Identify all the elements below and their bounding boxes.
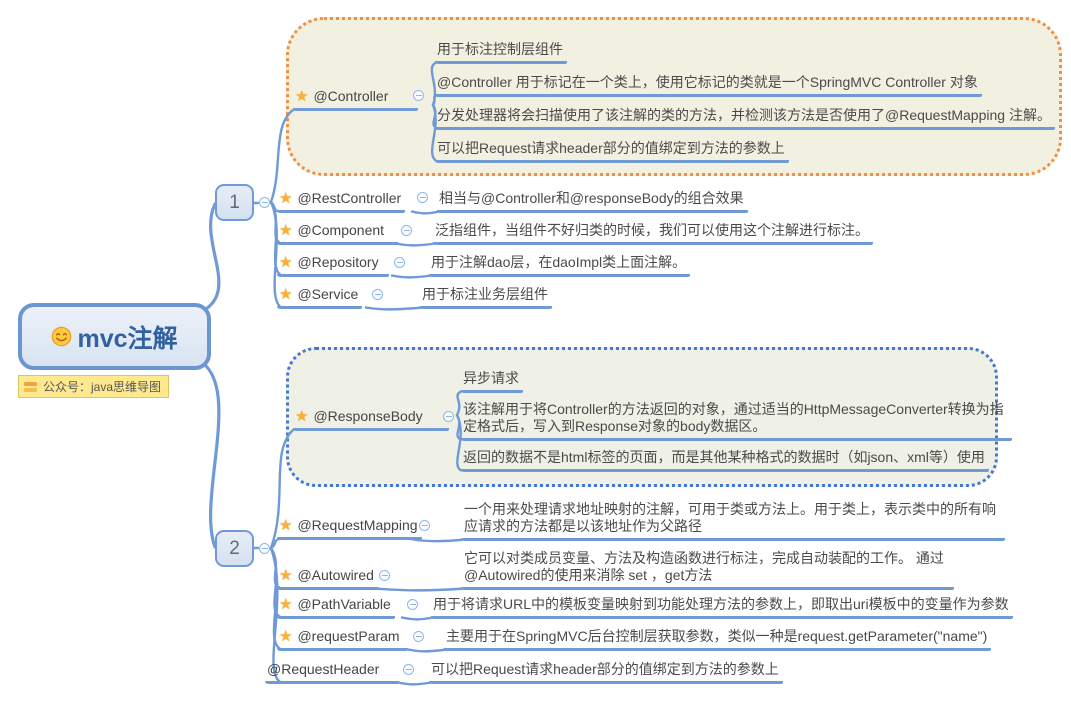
main-branch-connectors [190, 201, 260, 550]
collapse-icon[interactable] [413, 90, 424, 101]
star-icon: ★ [279, 254, 293, 271]
note-topic[interactable]: 可以把Request请求header部分的值绑定到方法的参数上 [435, 140, 789, 163]
note-topic[interactable]: 用于标注控制层组件 [435, 41, 567, 64]
collapse-icon[interactable] [259, 543, 270, 554]
root-topic[interactable]: mvc注解 [18, 303, 211, 370]
topic-label: @RequestHeader [267, 661, 380, 677]
star-icon: ★ [279, 596, 293, 613]
collapse-icon[interactable] [413, 631, 424, 642]
collapse-icon[interactable] [394, 257, 405, 268]
branch1-connectors [269, 61, 441, 311]
star-icon: ★ [279, 222, 293, 239]
note-topic[interactable]: 该注解用于将Controller的方法返回的对象，通过适当的HttpMessag… [461, 401, 1012, 441]
topic-service[interactable]: ★@Service [277, 286, 363, 309]
boundary-responsebody-group [286, 347, 998, 487]
note-topic[interactable]: 用于标注业务层组件 [420, 286, 552, 309]
note-topic[interactable]: 分发处理器将会扫描使用了该注解的类的方法，并检测该方法是否使用了@Request… [435, 107, 1055, 130]
star-icon: ★ [279, 628, 293, 645]
topic-requestheader[interactable]: @RequestHeader [265, 661, 400, 684]
topic-label: @Service [297, 286, 359, 302]
watermark-text: 公众号：java思维导图 [43, 380, 162, 394]
note-topic[interactable]: 相当与@Controller和@responseBody的组合效果 [437, 190, 748, 213]
topic-label: @Controller [313, 88, 389, 104]
topic-label: @Repository [297, 254, 379, 270]
collapse-icon[interactable] [407, 599, 418, 610]
topic-pathvariable[interactable]: ★@PathVariable [277, 596, 395, 619]
star-icon: ★ [279, 286, 293, 303]
note-topic[interactable]: 它可以对类成员变量、方法及构造函数进行标注，完成自动装配的工作。 通过@Auto… [462, 550, 954, 590]
topic-requestparam[interactable]: ★@requestParam [277, 628, 408, 651]
topic-label: @Component [297, 222, 385, 238]
note-topic[interactable]: 返回的数据不是html标签的页面，而是其他某种格式的数据时（如json、xml等… [461, 449, 989, 472]
topic-restcontroller[interactable]: ★@RestController [277, 190, 406, 213]
topic-label: @requestParam [297, 628, 400, 644]
collapse-icon[interactable] [403, 664, 414, 675]
smiley-emoji-icon [51, 326, 72, 347]
topic-responsebody[interactable]: ★@ResponseBody [293, 408, 449, 431]
topic-repository[interactable]: ★@Repository [277, 254, 389, 277]
note-topic[interactable]: 用于将请求URL中的模板变量映射到功能处理方法的参数上，即取出uri模板中的变量… [431, 596, 1013, 619]
watermark-label: 公众号：java思维导图 [18, 375, 170, 398]
collapse-icon[interactable] [401, 225, 412, 236]
topic-label: @Autowired [297, 567, 374, 583]
note-topic[interactable]: @Controller 用于标记在一个类上，使用它标记的类就是一个SpringM… [435, 74, 982, 97]
star-icon: ★ [279, 567, 293, 584]
note-topic[interactable]: 可以把Request请求header部分的值绑定到方法的参数上 [429, 661, 783, 684]
collapse-icon[interactable] [419, 520, 430, 531]
note-topic[interactable]: 一个用来处理请求地址映射的注解，可用于类或方法上。用于类上，表示类中的所有响应请… [462, 501, 1005, 541]
topic-requestmapping[interactable]: ★@RequestMapping [277, 517, 422, 540]
topic-component[interactable]: ★@Component [277, 222, 399, 245]
collapse-icon[interactable] [417, 192, 428, 203]
branch2-connectors [269, 390, 466, 686]
topic-autowired[interactable]: ★@Autowired [277, 567, 378, 590]
branch-node-1[interactable]: 1 [215, 184, 254, 221]
collapse-icon[interactable] [443, 411, 454, 422]
collapse-icon[interactable] [259, 197, 270, 208]
topic-label: @ResponseBody [313, 408, 423, 424]
topic-label: @RequestMapping [297, 517, 418, 533]
note-topic[interactable]: 主要用于在SpringMVC后台控制层获取参数，类似一种是request.get… [444, 628, 992, 651]
collapse-icon[interactable] [379, 570, 390, 581]
branch-node-2[interactable]: 2 [215, 530, 254, 567]
note-topic[interactable]: 用于注解dao层，在daoImpl类上面注解。 [429, 254, 691, 277]
topic-controller[interactable]: ★@Controller [293, 88, 419, 111]
star-icon: ★ [279, 190, 293, 207]
star-icon: ★ [295, 88, 309, 105]
topic-label: @RestController [297, 190, 402, 206]
star-icon: ★ [279, 517, 293, 534]
root-title: mvc注解 [77, 324, 178, 353]
topic-label: @PathVariable [297, 596, 391, 612]
star-icon: ★ [295, 408, 309, 425]
collapse-icon[interactable] [372, 289, 383, 300]
note-topic[interactable]: 泛指组件，当组件不好归类的时候，我们可以使用这个注解进行标注。 [433, 222, 873, 245]
label-bars-icon [24, 381, 37, 392]
note-topic[interactable]: 异步请求 [461, 370, 523, 393]
